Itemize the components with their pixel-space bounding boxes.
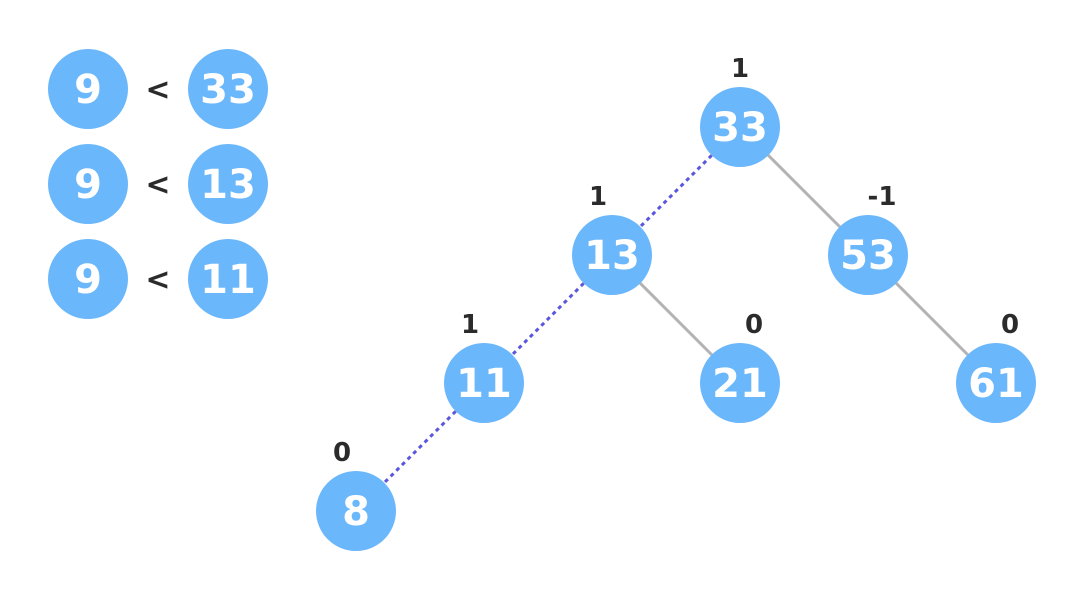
node-value: 61 xyxy=(968,361,1024,407)
tree-node-61: 61 0 xyxy=(956,310,1036,423)
edge-33-13 xyxy=(610,125,742,257)
comparison-left-value: 9 xyxy=(74,67,102,113)
comparison-left-value: 9 xyxy=(74,162,102,208)
edges-layer xyxy=(354,125,998,513)
comparison-right-value: 11 xyxy=(200,257,256,303)
comparison-row: 9 < 33 xyxy=(48,49,268,129)
balance-factor: 1 xyxy=(461,310,479,340)
tree-node-21: 21 0 xyxy=(700,310,780,423)
comparison-operator: < xyxy=(145,168,170,203)
balance-factor: 1 xyxy=(589,182,607,212)
edge-13-11 xyxy=(482,253,614,385)
comparison-row: 9 < 11 xyxy=(48,239,268,319)
tree-node-53: 53 -1 xyxy=(828,182,908,295)
balance-factor: 1 xyxy=(731,54,749,84)
node-value: 21 xyxy=(712,361,768,407)
node-value: 11 xyxy=(456,361,512,407)
comparison-right-value: 13 xyxy=(200,162,256,208)
balance-factor: 0 xyxy=(1001,310,1019,340)
comparison-left-value: 9 xyxy=(74,257,102,303)
node-value: 13 xyxy=(584,233,640,279)
node-value: 53 xyxy=(840,233,896,279)
tree-node-33: 33 1 xyxy=(700,54,780,167)
tree-node-13: 13 1 xyxy=(572,182,652,295)
edge-11-8 xyxy=(354,381,486,513)
tree-node-11: 11 1 xyxy=(444,310,524,423)
comparison-row: 9 < 13 xyxy=(48,144,268,224)
comparison-right-value: 33 xyxy=(200,67,256,113)
node-value: 8 xyxy=(342,489,370,535)
balance-factor: 0 xyxy=(745,310,763,340)
comparison-operator: < xyxy=(145,73,170,108)
balance-factor: -1 xyxy=(868,182,897,212)
comparison-operator: < xyxy=(145,263,170,298)
comparison-panel: 9 < 33 9 < 13 9 < 11 xyxy=(48,49,268,319)
node-value: 33 xyxy=(712,105,768,151)
balance-factor: 0 xyxy=(333,438,351,468)
tree-node-8: 8 0 xyxy=(316,438,396,551)
